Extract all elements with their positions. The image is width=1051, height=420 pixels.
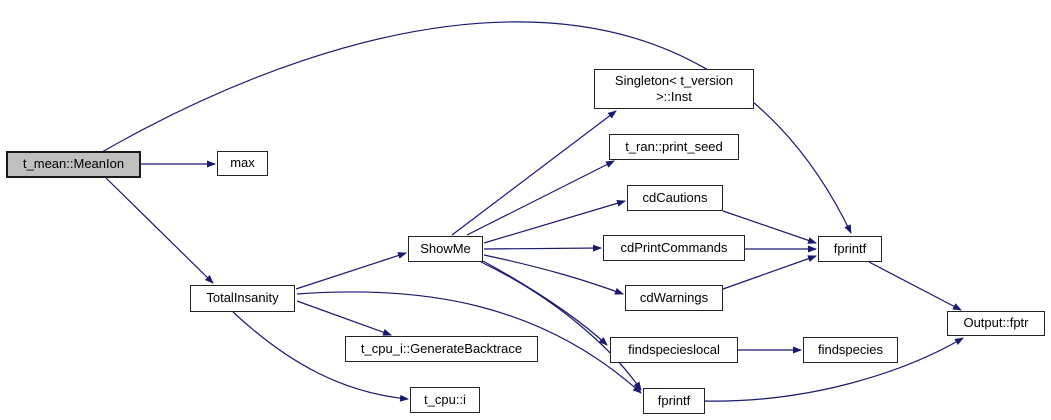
node-cdprintcommands[interactable]: cdPrintCommands (603, 235, 745, 261)
edge-showme-singleton (451, 110, 617, 236)
edge-meanion-totalinsanity (105, 177, 214, 284)
node-findspecieslocal[interactable]: findspecieslocal (610, 337, 738, 363)
singleton-label-line2: >::Inst (656, 89, 692, 104)
edge-totalinsanity-generatebacktrace (296, 300, 392, 336)
node-totalinsanity[interactable]: TotalInsanity (190, 285, 295, 312)
node-cdcautions[interactable]: cdCautions (627, 185, 723, 211)
edge-showme-fprintf-bottom (480, 261, 642, 391)
edge-showme-cdprintcommands (483, 244, 602, 252)
node-singleton-inst[interactable]: Singleton< t_version >::Inst (594, 69, 754, 109)
node-max[interactable]: max (217, 151, 268, 176)
edge-showme-cdcautions (483, 199, 626, 244)
edge-showme-cdwarnings (483, 254, 624, 295)
node-singleton-inst-label: Singleton< t_version >::Inst (615, 73, 733, 106)
edge-fprintf-bottom-outputfptr (704, 337, 964, 402)
edge-showme-printseed (466, 160, 615, 236)
node-t-mean-meanion[interactable]: t_mean::MeanIon (6, 151, 141, 178)
node-findspecies[interactable]: findspecies (803, 337, 898, 363)
node-cdwarnings[interactable]: cdWarnings (625, 285, 723, 311)
edge-totalinsanity-tcpui (232, 311, 409, 402)
edge-cdwarnings-fprintf-top (722, 255, 817, 290)
edge-cdcautions-fprintf-top (722, 210, 817, 244)
edge-meanion-fprintf-top (101, 21, 852, 234)
edge-totalinsanity-showme (295, 252, 407, 290)
node-t-ran-print-seed[interactable]: t_ran::print_seed (609, 134, 739, 160)
edge-totalinsanity-fprintf-bottom (296, 291, 642, 394)
node-t-cpu-i[interactable]: t_cpu::i (410, 387, 480, 413)
node-fprintf-bottom[interactable]: fprintf (643, 388, 705, 414)
edge-showme-findspecieslocal (482, 260, 608, 346)
node-generatebacktrace[interactable]: t_cpu_i::GenerateBacktrace (345, 336, 538, 362)
node-fprintf-top[interactable]: fprintf (818, 236, 882, 262)
node-showme[interactable]: ShowMe (408, 236, 483, 262)
edge-fprintf-top-outputfptr (868, 261, 962, 311)
singleton-label-line1: Singleton< t_version (614, 72, 734, 88)
node-output-fptr[interactable]: Output::fptr (947, 311, 1045, 336)
